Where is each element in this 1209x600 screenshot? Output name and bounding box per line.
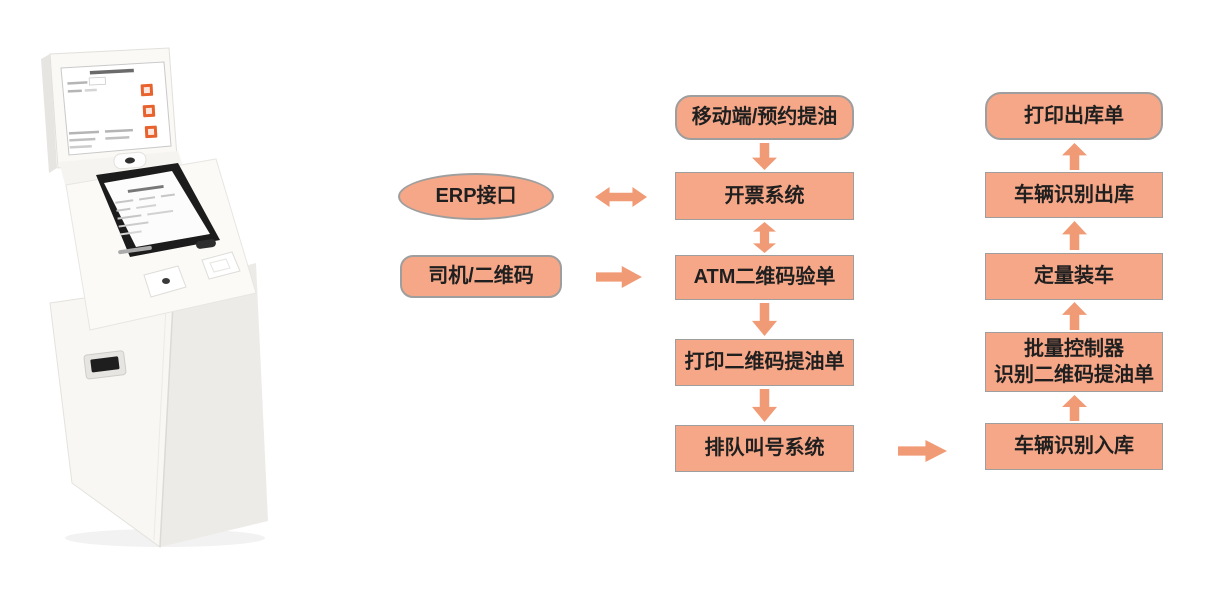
arrow-outbound-to-print-icon (1062, 143, 1087, 170)
node-atm-qrcode-check: ATM二维码验单 (675, 255, 854, 300)
kiosk-qr-scanner (143, 265, 187, 298)
arrow-loading-to-outbound-icon (1062, 221, 1087, 250)
kiosk-camera (113, 151, 147, 170)
kiosk-photo (30, 35, 280, 565)
node-mobile-reserve: 移动端/预约提油 (675, 95, 854, 140)
kiosk-printer-slot (118, 245, 152, 255)
arrow-mobile-to-invoicing-icon (752, 143, 777, 170)
arrow-atm-to-print-slip-icon (752, 303, 777, 336)
arrow-print-slip-to-queue-icon (752, 389, 777, 422)
arrow-invoicing-atm-bidirectional-icon (753, 222, 776, 253)
arrow-batch-to-loading-icon (1062, 302, 1087, 330)
kiosk-illustration (41, 47, 268, 548)
node-print-outbound-slip: 打印出库单 (985, 92, 1163, 140)
kiosk-receipt-slot (196, 239, 216, 249)
arrow-inbound-to-batch-icon (1062, 395, 1087, 421)
node-invoicing-system: 开票系统 (675, 172, 854, 220)
node-batch-controller: 批量控制器 识别二维码提油单 (985, 332, 1163, 392)
node-queue-calling-system: 排队叫号系统 (675, 425, 854, 472)
node-vehicle-recognition-inbound: 车辆识别入库 (985, 423, 1163, 470)
arrow-erp-invoicing-bidirectional-icon (595, 187, 647, 207)
node-erp-interface: ERP接口 (398, 173, 554, 220)
node-vehicle-recognition-outbound: 车辆识别出库 (985, 172, 1163, 218)
kiosk-handle (83, 350, 127, 380)
arrow-driver-to-atm-icon (596, 266, 642, 288)
kiosk-touchscreen-content (115, 184, 175, 236)
node-quantitative-loading: 定量装车 (985, 253, 1163, 300)
kiosk-head-display-content (67, 68, 158, 149)
kiosk-cabinet-side (160, 263, 268, 547)
arrow-queue-to-inbound-icon (898, 440, 947, 462)
kiosk-card-pad (201, 251, 241, 280)
node-print-qrcode-slip: 打印二维码提油单 (675, 339, 854, 386)
node-driver-qrcode: 司机/二维码 (400, 255, 562, 298)
